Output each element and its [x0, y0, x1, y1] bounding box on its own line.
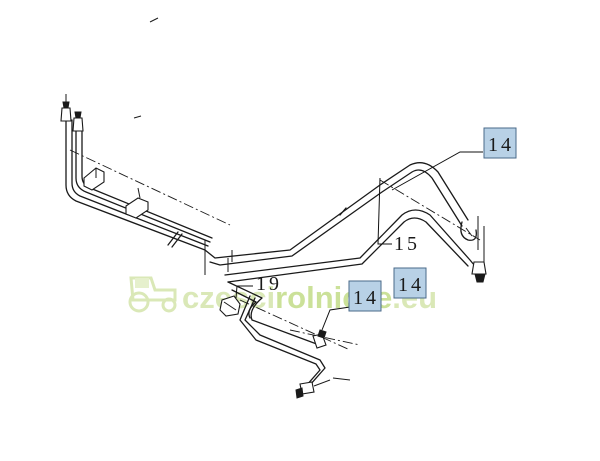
callout-label: 14 [353, 287, 379, 309]
callout-label: 14 [488, 134, 514, 156]
callout-19: 19 [256, 273, 282, 295]
fitting-top-left-2 [72, 111, 84, 132]
watermark: czescirolnicze.eu [128, 276, 437, 315]
callout-label: 14 [398, 274, 424, 296]
callout-label: 15 [394, 233, 420, 255]
lower-pipe [227, 281, 326, 391]
callout-label: 19 [256, 273, 282, 295]
central-pipes [204, 162, 483, 283]
callout-15: 15 [394, 233, 420, 255]
fitting-middle [312, 329, 327, 349]
callout-14-top-right: 14 [483, 127, 517, 159]
right-hook-upper [460, 216, 479, 250]
fitting-right [471, 226, 487, 283]
clamp-3 [219, 295, 241, 317]
fitting-top-left-1 [60, 94, 72, 122]
center-lines [69, 149, 481, 351]
callout-14-middle: 14 [348, 280, 382, 312]
clamp-1 [83, 167, 105, 191]
tractor-icon [128, 276, 177, 313]
leaders [235, 151, 483, 331]
stray-marks [133, 17, 159, 119]
callout-14-right: 14 [393, 267, 427, 299]
clamp-2 [125, 187, 149, 219]
fitting-bottom [295, 377, 351, 399]
